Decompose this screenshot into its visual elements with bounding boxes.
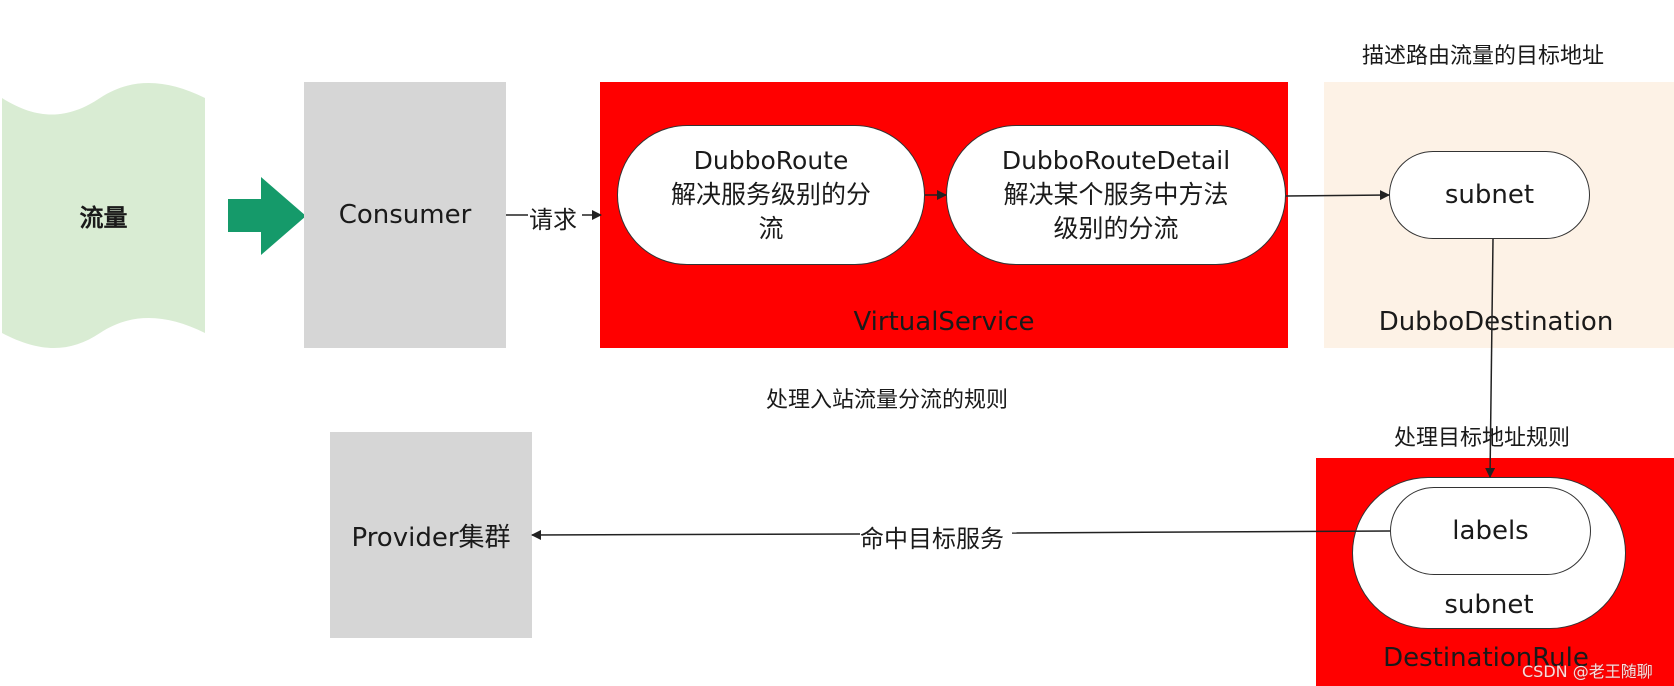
consumer-label: Consumer xyxy=(338,200,472,230)
dubbo-route-detail-desc-1: 解决某个服务中方法 xyxy=(1003,180,1229,209)
dubbo-destination-subnet-node[interactable]: subnet xyxy=(1389,151,1590,239)
destination-rule-caption: 处理目标地址规则 xyxy=(1394,426,1571,451)
provider-label: Provider集群 xyxy=(351,522,511,553)
dubbo-destination-container[interactable]: DubboDestination xyxy=(1324,82,1674,348)
virtual-service-title: VirtualService xyxy=(853,307,1035,337)
edge-label-request: 请求 xyxy=(529,206,577,234)
dubbo-route-detail-node[interactable]: DubboRouteDetail 解决某个服务中方法 级别的分流 xyxy=(946,125,1286,265)
dubbo-destination-title: DubboDestination xyxy=(1378,307,1614,337)
provider-box[interactable]: Provider集群 xyxy=(330,432,532,638)
dubbo-route-detail-desc-2: 级别的分流 xyxy=(1053,214,1179,243)
traffic-label: 流量 xyxy=(79,203,128,232)
traffic-shape[interactable] xyxy=(2,83,205,348)
dubbo-route-detail-title: DubboRouteDetail xyxy=(1001,146,1231,175)
dubbo-route-desc-1: 解决服务级别的分 xyxy=(670,180,871,209)
destination-rule-subnet-label: subnet xyxy=(1444,590,1534,620)
consumer-box[interactable]: Consumer xyxy=(304,82,506,348)
dubbo-destination-subnet-label: subnet xyxy=(1444,180,1535,210)
dubbo-destination-caption: 描述路由流量的目标地址 xyxy=(1362,44,1605,69)
watermark: CSDN @老王随聊 xyxy=(1522,662,1653,681)
virtual-service-caption: 处理入站流量分流的规则 xyxy=(766,388,1009,413)
labels-label: labels xyxy=(1452,516,1529,546)
destination-rule-title: DestinationRule xyxy=(1383,643,1589,673)
labels-node[interactable]: labels xyxy=(1390,487,1591,575)
dubbo-route-title: DubboRoute xyxy=(693,146,849,175)
dubbo-route-node[interactable]: DubboRoute 解决服务级别的分 流 xyxy=(617,125,925,265)
edge-label-hit-target: 命中目标服务 xyxy=(860,525,1004,553)
dubbo-route-desc-2: 流 xyxy=(758,214,784,243)
